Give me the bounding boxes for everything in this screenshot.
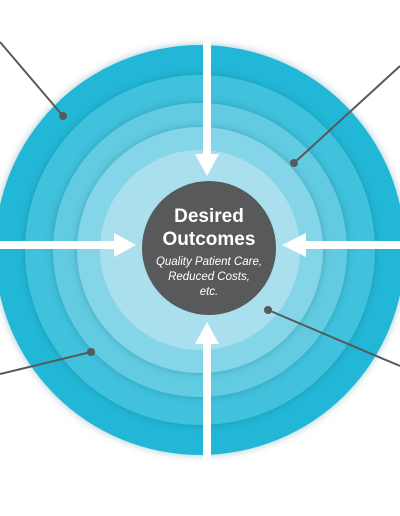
center-subtitle-line3: etc. — [200, 286, 219, 298]
arrow-top-head — [195, 154, 219, 176]
callout-dot-top-left — [59, 112, 67, 120]
callout-line-top-right — [293, 65, 400, 164]
callout-dot-bottom-left — [87, 348, 95, 356]
callout-line-top-left — [0, 41, 64, 117]
callout-line-bottom-right — [267, 309, 400, 367]
callout-line-bottom-left — [0, 351, 92, 375]
center-subtitle-line1: Quality Patient Care, — [156, 256, 262, 268]
arrow-left-head — [114, 233, 136, 257]
arrow-top-shaft — [203, 40, 211, 158]
arrow-bottom-head — [195, 322, 219, 344]
callout-dot-bottom-right — [264, 306, 272, 314]
arrow-right-head — [282, 233, 306, 257]
center-title-line2: Outcomes — [163, 229, 256, 250]
arrow-left-shaft — [0, 241, 118, 249]
center-subtitle-line2: Reduced Costs, — [168, 271, 250, 283]
callout-dot-top-right — [290, 159, 298, 167]
arrow-bottom-shaft — [203, 340, 211, 470]
center-circle — [142, 181, 276, 315]
arrow-right-shaft — [302, 241, 400, 249]
center-title-line1: Desired — [174, 206, 244, 227]
callouts — [0, 41, 400, 375]
arrows — [0, 40, 400, 470]
